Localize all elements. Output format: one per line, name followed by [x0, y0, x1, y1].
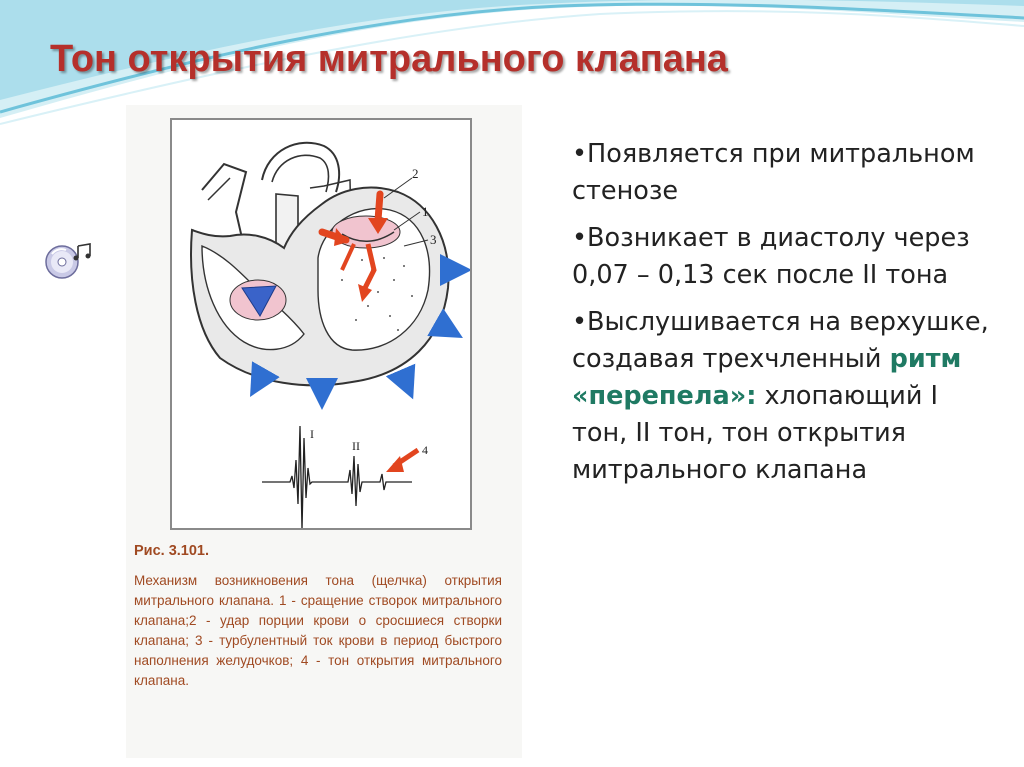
bullet-marker: •: [572, 139, 588, 169]
tone-label-ii: II: [352, 439, 360, 453]
bullet-marker: •: [572, 307, 588, 337]
header-wave-decoration: [0, 0, 1024, 125]
bullet-text-tail: хлопающий I тон, II тон, тон открытия ми…: [572, 381, 939, 485]
bullet-list: •Появляется при митральном стенозе •Возн…: [572, 136, 992, 489]
figure-caption-title: Рис. 3.101.: [134, 543, 210, 559]
figure-panel: 2 1 3 I II 4 Рис. 3.101. Механизм возник…: [126, 105, 522, 758]
heart-figure: 2 1 3 I II 4: [170, 118, 472, 530]
rhythm-highlight: ритм «перепела»:: [572, 344, 962, 411]
label-1: 1: [422, 204, 429, 219]
bullet-item: •Возникает в диастолу через 0,07 – 0,13 …: [572, 220, 992, 294]
bullet-text: Выслушивается на верхушке, создавая трех…: [572, 307, 989, 374]
tone-label-i: I: [310, 427, 314, 441]
bullet-item: •Выслушивается на верхушке, создавая тре…: [572, 304, 992, 489]
heart-diagram: 2 1 3 I II 4: [190, 141, 470, 528]
bullet-marker: •: [572, 223, 588, 253]
audio-cd-icon[interactable]: [44, 240, 100, 282]
slide-title: Тон открытия митрального клапана: [50, 38, 728, 80]
label-2: 2: [412, 166, 419, 181]
bullet-text: Появляется при митральном стенозе: [572, 139, 975, 206]
label-4: 4: [422, 443, 428, 457]
figure-caption-text: Механизм возникновения тона (щелчка) отк…: [134, 573, 502, 688]
label-3: 3: [430, 232, 437, 247]
bullet-item: •Появляется при митральном стенозе: [572, 136, 992, 210]
bullet-text: Возникает в диастолу через 0,07 – 0,13 с…: [572, 223, 970, 290]
